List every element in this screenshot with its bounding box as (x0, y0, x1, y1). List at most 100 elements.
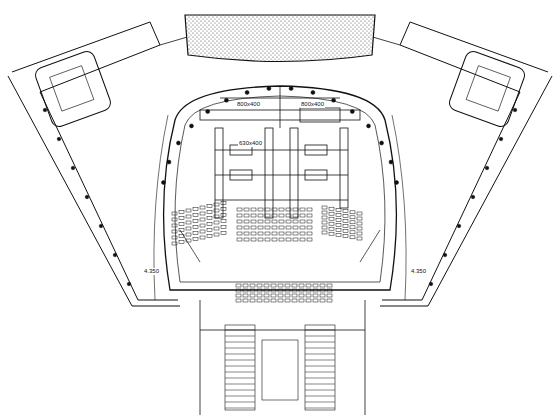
plan-stroke (279, 214, 284, 217)
plan-stroke (237, 220, 242, 223)
plan-stroke (264, 299, 269, 302)
plan-stroke (320, 289, 325, 292)
plan-stroke (313, 294, 318, 297)
plan-stroke (278, 289, 283, 292)
plan-stroke (327, 289, 332, 292)
plan-stroke (320, 299, 325, 302)
plan-stroke (300, 214, 305, 217)
plan-stroke (278, 294, 283, 297)
plan-stroke (71, 166, 75, 170)
plan-stroke (327, 299, 332, 302)
plan-stroke (329, 207, 334, 210)
plan-stroke (167, 160, 171, 164)
plan-stroke (221, 208, 226, 211)
plan-stroke (367, 124, 371, 128)
plan-stroke (251, 214, 256, 217)
plan-stroke (186, 215, 191, 218)
plan-stroke (307, 220, 312, 223)
plan-stroke (265, 220, 270, 223)
plan-stroke (214, 233, 219, 236)
plan-stroke (207, 235, 212, 238)
plan-stroke (236, 284, 241, 287)
plan-stroke (127, 282, 131, 286)
plan-stroke (264, 294, 269, 297)
plan-stroke (172, 230, 177, 233)
plan-stroke (292, 294, 297, 297)
plan-stroke (221, 226, 226, 229)
plan-stroke (499, 137, 503, 141)
plan-stroke (305, 384, 335, 385)
plan-stroke (207, 223, 212, 226)
plan-stroke (300, 238, 305, 241)
plan-stroke (172, 218, 177, 221)
plan-stroke (457, 224, 461, 228)
plan-stroke (350, 236, 355, 239)
plan-stroke (343, 235, 348, 238)
plan-stroke (179, 223, 184, 226)
plan-stroke (306, 294, 311, 297)
plan-stroke (272, 208, 277, 211)
plan-stroke (322, 221, 327, 224)
plan-stroke (279, 208, 284, 211)
plan-stroke (299, 299, 304, 302)
plan-stroke (350, 231, 355, 234)
plan-stroke (471, 195, 475, 199)
plan-stroke (327, 284, 332, 287)
plan-stroke (293, 238, 298, 241)
plan-stroke (221, 232, 226, 235)
plan-stroke (329, 212, 334, 215)
plan-stroke (305, 408, 335, 409)
plan-stroke (307, 214, 312, 217)
plan-stroke (186, 221, 191, 224)
duct-size: 630x400 (238, 140, 263, 147)
plan-stroke (279, 220, 284, 223)
plan-stroke (225, 378, 255, 379)
plan-stroke (307, 238, 312, 241)
plan-stroke (305, 360, 335, 361)
plan-stroke (225, 366, 255, 367)
plan-stroke (214, 227, 219, 230)
plan-stroke (306, 299, 311, 302)
elevation-mark: 4.350 (410, 268, 427, 275)
plan-stroke (186, 209, 191, 212)
plan-stroke (300, 208, 305, 211)
plan-stroke (279, 226, 284, 229)
plan-stroke (300, 220, 305, 223)
plan-stroke (271, 284, 276, 287)
plan-stroke (225, 396, 255, 397)
plan-stroke (272, 226, 277, 229)
plan-stroke (251, 238, 256, 241)
plan-stroke (299, 289, 304, 292)
plan-stroke (357, 232, 362, 235)
plan-stroke (357, 227, 362, 230)
plan-stroke (193, 214, 198, 217)
plan-stroke (225, 390, 255, 391)
plan-stroke (176, 141, 180, 145)
plan-stroke (313, 299, 318, 302)
plan-stroke (224, 98, 228, 102)
plan-stroke (200, 236, 205, 239)
plan-stroke (380, 141, 384, 145)
plan-stroke (293, 208, 298, 211)
plan-stroke (172, 236, 177, 239)
plan-stroke (221, 214, 226, 217)
plan-stroke (244, 208, 249, 211)
plan-stroke (272, 238, 277, 241)
plan-stroke (207, 205, 212, 208)
plan-stroke (285, 294, 290, 297)
plan-stroke (243, 299, 248, 302)
plan-stroke (357, 237, 362, 240)
plan-stroke (322, 206, 327, 209)
plan-stroke (389, 160, 393, 164)
plan-stroke (343, 210, 348, 213)
plan-stroke (225, 330, 255, 331)
plan-stroke (279, 238, 284, 241)
plan-stroke (350, 211, 355, 214)
plan-stroke (329, 222, 334, 225)
plan-stroke (293, 214, 298, 217)
plan-stroke (207, 229, 212, 232)
plan-stroke (267, 86, 271, 90)
plan-stroke (357, 217, 362, 220)
plan-stroke (293, 226, 298, 229)
